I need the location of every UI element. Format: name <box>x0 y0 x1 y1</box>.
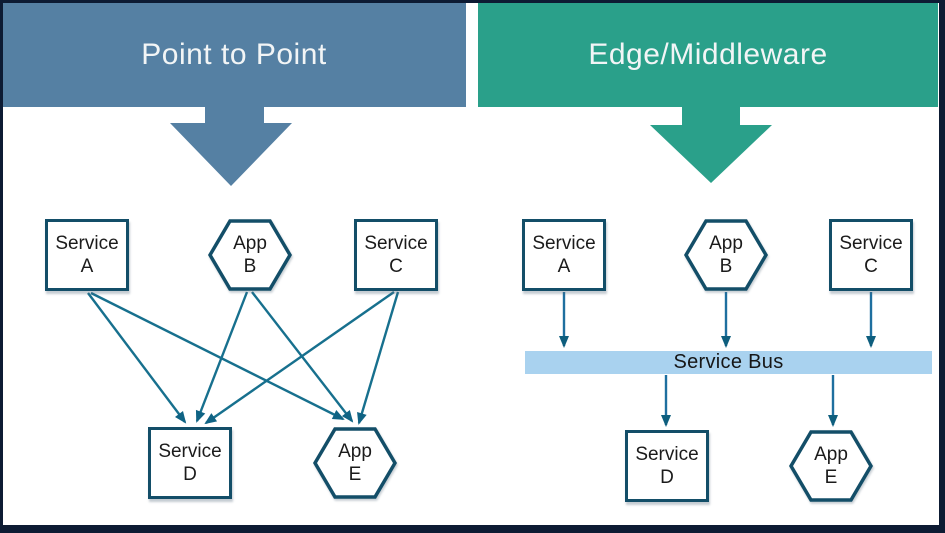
down-arrow-icon-right <box>650 107 772 183</box>
banner-edge-middleware: Edge/Middleware <box>478 3 938 107</box>
ptp-node-service-d: Service D <box>148 427 232 499</box>
edge-b-d <box>195 291 249 423</box>
edge-a-e <box>90 291 345 421</box>
node-label: App B <box>233 233 267 277</box>
mw-node-app-e: App E <box>789 430 873 502</box>
ptp-node-service-a: Service A <box>45 219 129 291</box>
banner-point-to-point: Point to Point <box>2 3 466 107</box>
node-label: App E <box>338 441 372 485</box>
edge-c-e <box>357 291 400 425</box>
service-bus-label: Service Bus <box>673 351 784 373</box>
service-bus-bar: Service Bus <box>525 351 932 374</box>
panel-title-point-to-point: Point to Point <box>141 38 327 71</box>
hexagon-icon <box>684 219 768 291</box>
mw-node-service-a: Service A <box>522 219 606 291</box>
ptp-node-app-b: App B <box>208 219 292 291</box>
mw-node-service-d: Service D <box>625 430 709 502</box>
panel-title-edge-middleware: Edge/Middleware <box>588 38 828 71</box>
hexagon-icon <box>313 427 397 499</box>
ptp-node-service-c: Service C <box>354 219 438 291</box>
node-label: Service C <box>839 233 903 277</box>
node-label: Service A <box>55 233 119 277</box>
node-label: App E <box>814 444 848 488</box>
node-label: Service D <box>158 441 222 485</box>
hexagon-icon <box>789 430 873 502</box>
hexagon-icon <box>208 219 292 291</box>
edge-c-d <box>204 291 395 425</box>
edge-a-d <box>87 292 187 424</box>
node-label: Service D <box>635 444 699 488</box>
node-label: Service A <box>532 233 596 277</box>
down-arrow-icon-left <box>170 107 292 186</box>
node-label: App B <box>709 233 743 277</box>
mw-node-service-c: Service C <box>829 219 913 291</box>
mw-node-app-b: App B <box>684 219 768 291</box>
ptp-node-app-e: App E <box>313 427 397 499</box>
node-label: Service C <box>364 233 428 277</box>
